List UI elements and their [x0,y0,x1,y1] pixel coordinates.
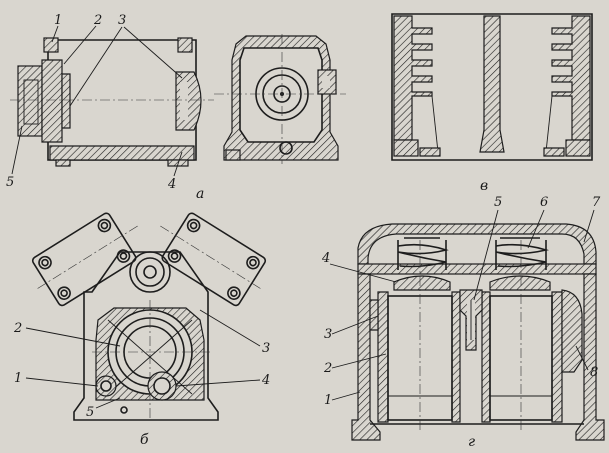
panel-a-label-2: 2 [93,13,102,28]
panel-g-label-8: 8 [590,365,598,380]
panel-a-caption: а [196,186,204,202]
panel-g-label-1: 1 [324,393,332,408]
panel-a-drawing [10,34,346,167]
panel-a-label-4: 4 [167,177,176,192]
panel-b-label-2: 2 [13,321,22,336]
panel-b-right-bank [160,212,267,307]
panel-g-labels: 4 5 6 7 3 2 8 1 г [321,195,601,450]
panel-a-side-section [10,37,214,167]
panel-g-valve-spring-left [397,237,449,270]
panel-g-label-7: 7 [592,195,601,210]
panel-g-drawing [351,223,605,441]
panel-b-label-1: 1 [14,371,22,386]
panel-v-drawing [391,13,593,161]
panel-b-drawing [31,212,267,421]
panel-a-end-view [214,34,346,164]
panel-g-label-2: 2 [323,361,332,376]
panel-a-label-5: 5 [6,175,14,190]
panel-b-label-3: 3 [262,341,270,356]
panel-b-label-4: 4 [261,373,270,388]
panel-a-label-3: 3 [118,13,126,28]
panel-g-valve-spring-right [495,237,550,270]
panel-b-labels: 2 3 1 4 5 б [13,309,270,448]
panel-a-label-1: 1 [54,13,62,28]
panel-a-labels: 1 2 3 5 4 а [6,13,204,202]
panel-g-caption: г [468,434,475,450]
panel-g-label-6: 6 [540,195,548,210]
panel-g-label-3: 3 [324,327,332,342]
panel-g-label-5: 5 [494,195,502,210]
panel-b-caption: б [140,432,149,448]
panel-b-label-5: 5 [86,405,94,420]
panel-v-caption: в [480,178,488,194]
panel-g-label-4: 4 [321,251,330,266]
panel-b-left-bank [31,212,140,307]
